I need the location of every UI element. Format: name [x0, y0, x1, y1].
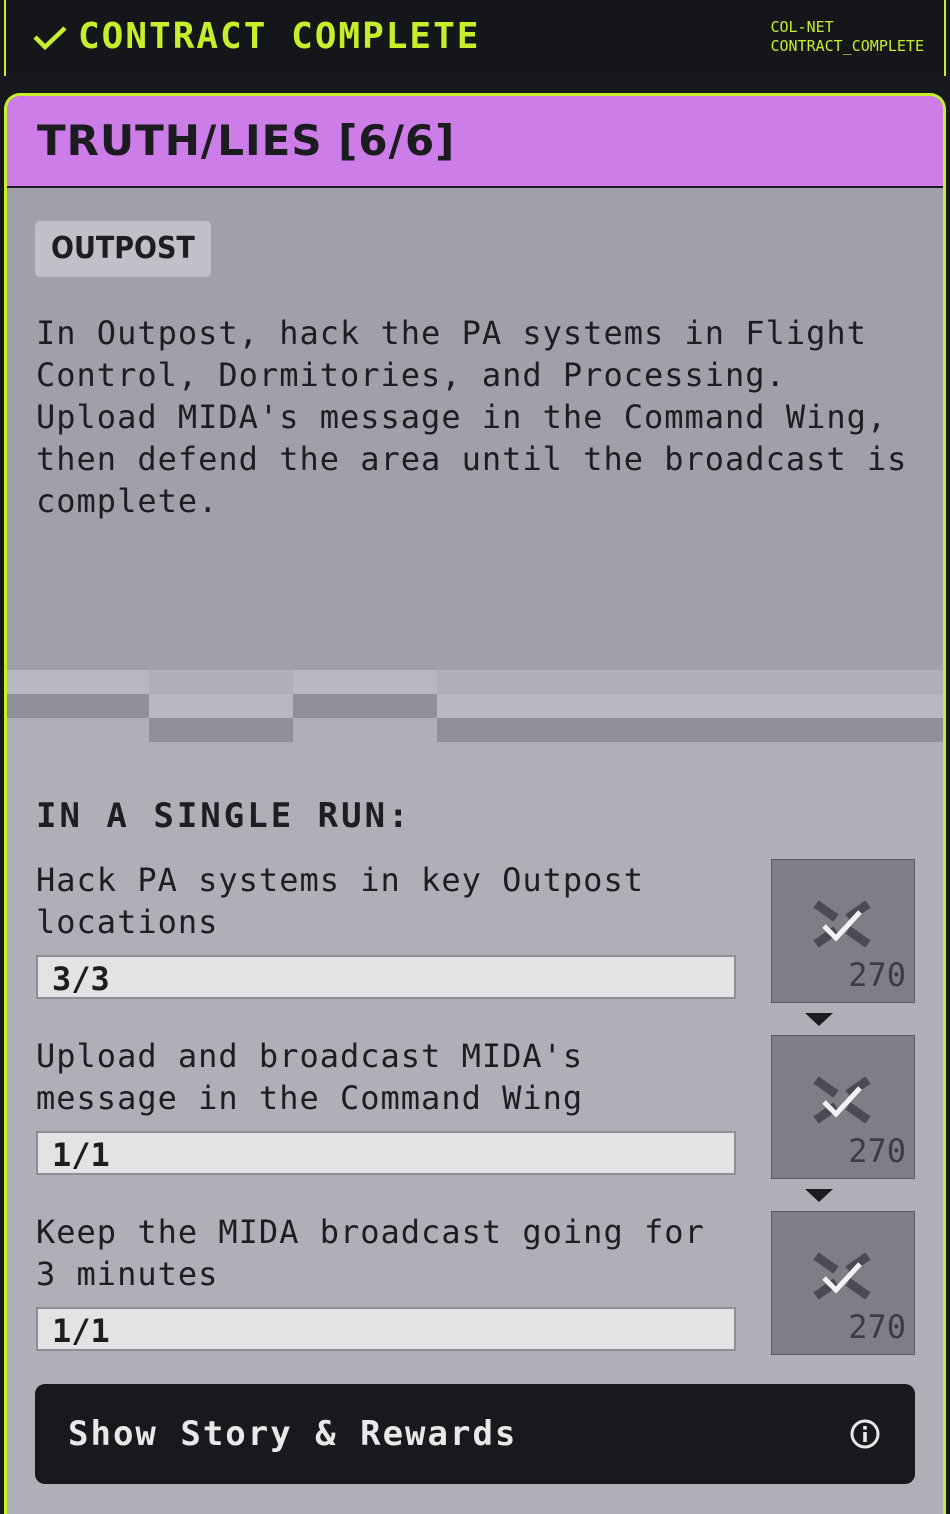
contract-briefing: OUTPOST In Outpost, hack the PA systems … — [7, 188, 943, 670]
location-tag: OUTPOST — [35, 221, 211, 277]
contract-title: TRUTH/LIES [6/6] — [37, 116, 456, 165]
contract-status-header: CONTRACT COMPLETE COL-NET CONTRACT_COMPL… — [4, 0, 946, 76]
network-label: COL-NET CONTRACT_COMPLETE — [770, 18, 924, 56]
reward-tile[interactable]: 270 — [771, 859, 915, 1003]
info-icon[interactable] — [849, 1418, 881, 1450]
contract-title-band: TRUTH/LIES [6/6] — [7, 96, 943, 188]
reward-value: 270 — [848, 1308, 906, 1346]
contract-card: TRUTH/LIES [6/6] OUTPOST In Outpost, hac… — [4, 93, 946, 1514]
network-label-line1: COL-NET — [770, 18, 834, 36]
show-story-rewards-button[interactable]: Show Story & Rewards — [35, 1384, 915, 1484]
objective-progress-value: 1/1 — [52, 1136, 110, 1174]
reward-tile[interactable]: 270 — [771, 1211, 915, 1355]
chevron-down-icon — [805, 1189, 833, 1202]
objective-progress-value: 1/1 — [52, 1312, 110, 1350]
reward-value: 270 — [848, 1132, 906, 1170]
reward-tile[interactable]: 270 — [771, 1035, 915, 1179]
completed-check-icon — [813, 900, 871, 948]
chevron-down-icon — [805, 1013, 833, 1026]
objectives-header: IN A SINGLE RUN: — [36, 796, 412, 836]
objective-progress-value: 3/3 — [52, 960, 110, 998]
objective-progress-bar: 1/1 — [36, 1131, 736, 1175]
show-story-rewards-label: Show Story & Rewards — [68, 1414, 518, 1454]
reward-value: 270 — [848, 956, 906, 994]
objective-text: Upload and broadcast MIDA's message in t… — [36, 1037, 584, 1117]
completed-check-icon — [813, 1252, 871, 1300]
objective-progress-bar: 1/1 — [36, 1307, 736, 1351]
completed-check-icon — [813, 1076, 871, 1124]
objective-progress-bar: 3/3 — [36, 955, 736, 999]
status-title: CONTRACT COMPLETE — [78, 16, 481, 57]
objective-text: Keep the MIDA broadcast going for 3 minu… — [36, 1213, 705, 1293]
contract-description: In Outpost, hack the PA systems in Fligh… — [36, 314, 908, 520]
network-label-line2: CONTRACT_COMPLETE — [770, 37, 924, 55]
objective-text: Hack PA systems in key Outpost locations — [36, 861, 644, 941]
check-icon — [33, 26, 67, 51]
